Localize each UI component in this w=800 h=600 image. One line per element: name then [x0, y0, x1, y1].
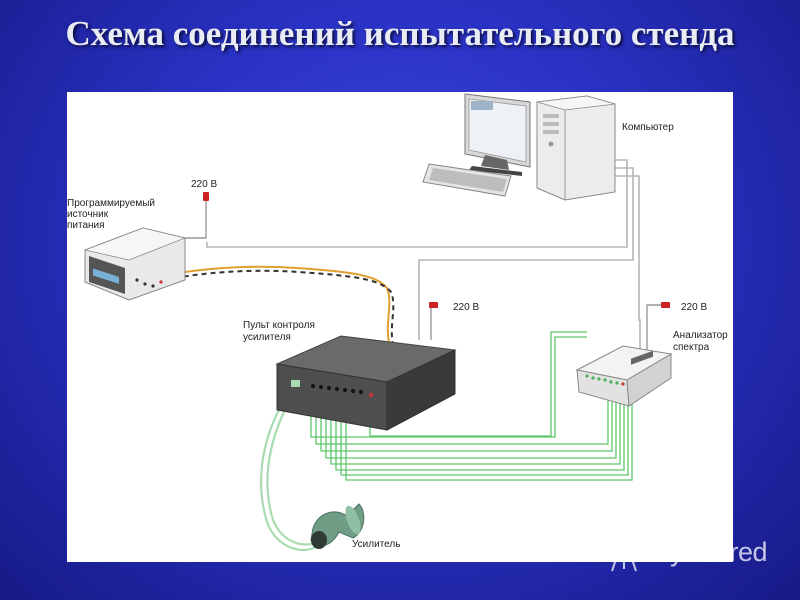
watermark-text: MyShared: [648, 537, 768, 567]
spectrum-analyzer: [575, 345, 673, 407]
presentation-board-icon: [609, 540, 639, 572]
power-source: [83, 227, 187, 301]
keyboard: [422, 163, 512, 197]
computer-cables: [206, 159, 641, 370]
diagram-panel: Компьютер 220 В Программируемый источник…: [67, 92, 733, 562]
computer-tower: [536, 95, 616, 201]
red-plugs: [203, 192, 670, 308]
amplifier: [310, 503, 365, 549]
power-leads: [185, 195, 663, 362]
label-analyzer: Анализатор спектра: [673, 330, 730, 353]
label-voltage-power-source: 220 В: [191, 179, 217, 190]
monitor: [464, 93, 531, 176]
wiring-diagram: Компьютер 220 В Программируемый источник…: [67, 93, 730, 551]
twisted-power-cable: [126, 265, 395, 345]
plug-control-panel: [429, 302, 438, 308]
label-voltage-analyzer: 220 В: [681, 302, 707, 313]
label-control-panel: Пульт контроля усилителя: [243, 320, 318, 343]
label-power-source: Программируемый источник питания: [67, 198, 158, 231]
slide-title: Схема соединений испытательного стенда: [65, 14, 735, 53]
plug-analyzer: [661, 302, 670, 308]
watermark: MyShared: [606, 535, 796, 575]
green-cables: [310, 331, 633, 481]
control-panel: [275, 335, 457, 431]
plug-power-source: [203, 192, 209, 201]
label-computer: Компьютер: [622, 122, 674, 133]
label-amplifier: Усилитель: [352, 539, 400, 550]
amplifier-hose: [260, 383, 318, 551]
label-voltage-control-panel: 220 В: [453, 302, 479, 313]
